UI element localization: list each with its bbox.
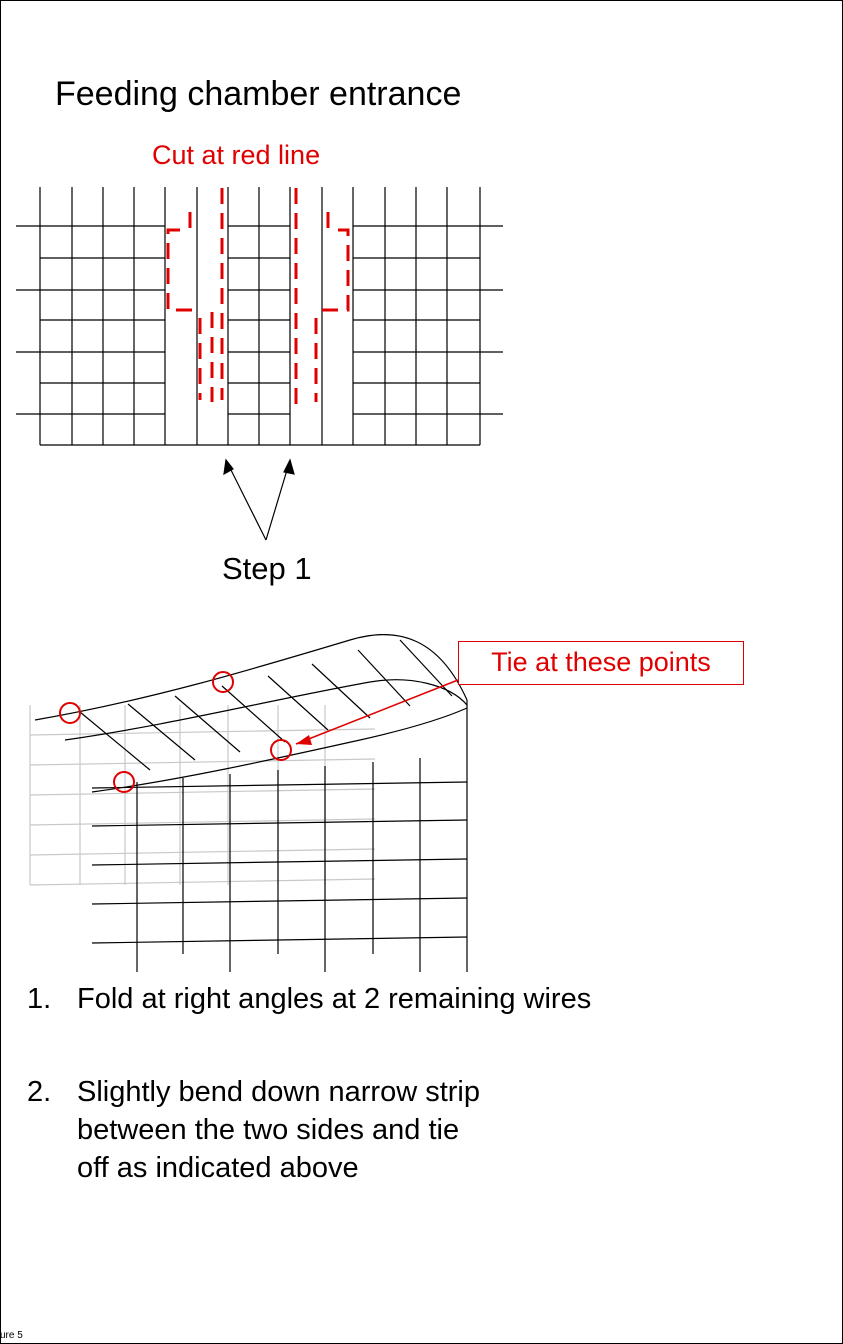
front-mesh-horizontal bbox=[91, 897, 468, 905]
instruction-1-line-1: Fold at right angles at 2 remaining wire… bbox=[77, 983, 592, 1015]
tie-point-circle bbox=[212, 671, 234, 693]
instruction-2-line-3: off as indicated above bbox=[77, 1152, 359, 1184]
roof-cross-wire bbox=[399, 639, 453, 697]
roof-cross-wire bbox=[127, 703, 196, 761]
roof-cross-wire bbox=[267, 675, 329, 731]
cut-label: Cut at red line bbox=[152, 140, 321, 170]
step-arrow-right-head bbox=[283, 458, 295, 475]
step-arrow-right-shaft bbox=[265, 459, 291, 541]
tie-point-markers bbox=[59, 671, 292, 793]
front-mesh-grid bbox=[91, 700, 468, 972]
roof-middle-edge bbox=[64, 679, 468, 741]
front-mesh-horizontal bbox=[91, 858, 468, 866]
tie-callout: Tie at these points bbox=[458, 641, 744, 685]
roof-cross-wire bbox=[174, 695, 241, 753]
roof-top-edge bbox=[34, 633, 468, 721]
cut-line-right-inner bbox=[314, 212, 350, 402]
tie-pointer-arrowhead bbox=[296, 735, 312, 745]
step-arrow-left-shaft bbox=[225, 459, 267, 541]
step-arrows bbox=[223, 458, 295, 541]
instruction-2-line-2: between the two sides and tie bbox=[77, 1114, 460, 1146]
instruction-1-number: 1. bbox=[27, 983, 52, 1015]
cut-line-left-inner bbox=[166, 212, 214, 402]
tie-point-circle bbox=[113, 771, 135, 793]
roof-cross-wire bbox=[221, 685, 286, 743]
back-mesh-horizontal bbox=[29, 878, 376, 886]
front-mesh-horizontal bbox=[91, 781, 468, 789]
instruction-1: 1. Fold at right angles at 2 remaining w… bbox=[27, 981, 787, 1021]
roof-cross-wire bbox=[357, 649, 411, 707]
folded-roof-mesh bbox=[34, 633, 468, 793]
roof-cross-wire bbox=[311, 663, 371, 719]
back-mesh-horizontal bbox=[29, 788, 376, 796]
back-mesh-horizontal bbox=[29, 758, 376, 766]
back-mesh-horizontal bbox=[29, 818, 376, 826]
roof-cross-wire bbox=[79, 711, 151, 771]
back-mesh-horizontal bbox=[29, 728, 376, 736]
instruction-2: 2. Slightly bend down narrow strip betwe… bbox=[27, 1074, 787, 1194]
step-label: Step 1 bbox=[222, 551, 312, 586]
front-mesh-horizontal bbox=[91, 819, 468, 827]
back-mesh-horizontal bbox=[29, 848, 376, 856]
top-mesh-grid bbox=[16, 187, 503, 446]
step-arrow-left-head bbox=[223, 458, 234, 476]
page-title: Feeding chamber entrance bbox=[55, 75, 462, 113]
instruction-2-line-1: Slightly bend down narrow strip bbox=[77, 1076, 480, 1108]
footer-caption: ure 5 bbox=[0, 1330, 23, 1341]
tie-point-circle bbox=[59, 702, 81, 724]
instruction-2-number: 2. bbox=[27, 1076, 52, 1108]
tie-point-circle bbox=[270, 739, 292, 761]
tie-pointer-line bbox=[295, 679, 459, 745]
front-mesh-horizontal bbox=[91, 936, 468, 944]
roof-front-edge bbox=[91, 707, 468, 793]
cut-lines bbox=[166, 188, 350, 404]
back-mesh-grid bbox=[29, 705, 376, 886]
